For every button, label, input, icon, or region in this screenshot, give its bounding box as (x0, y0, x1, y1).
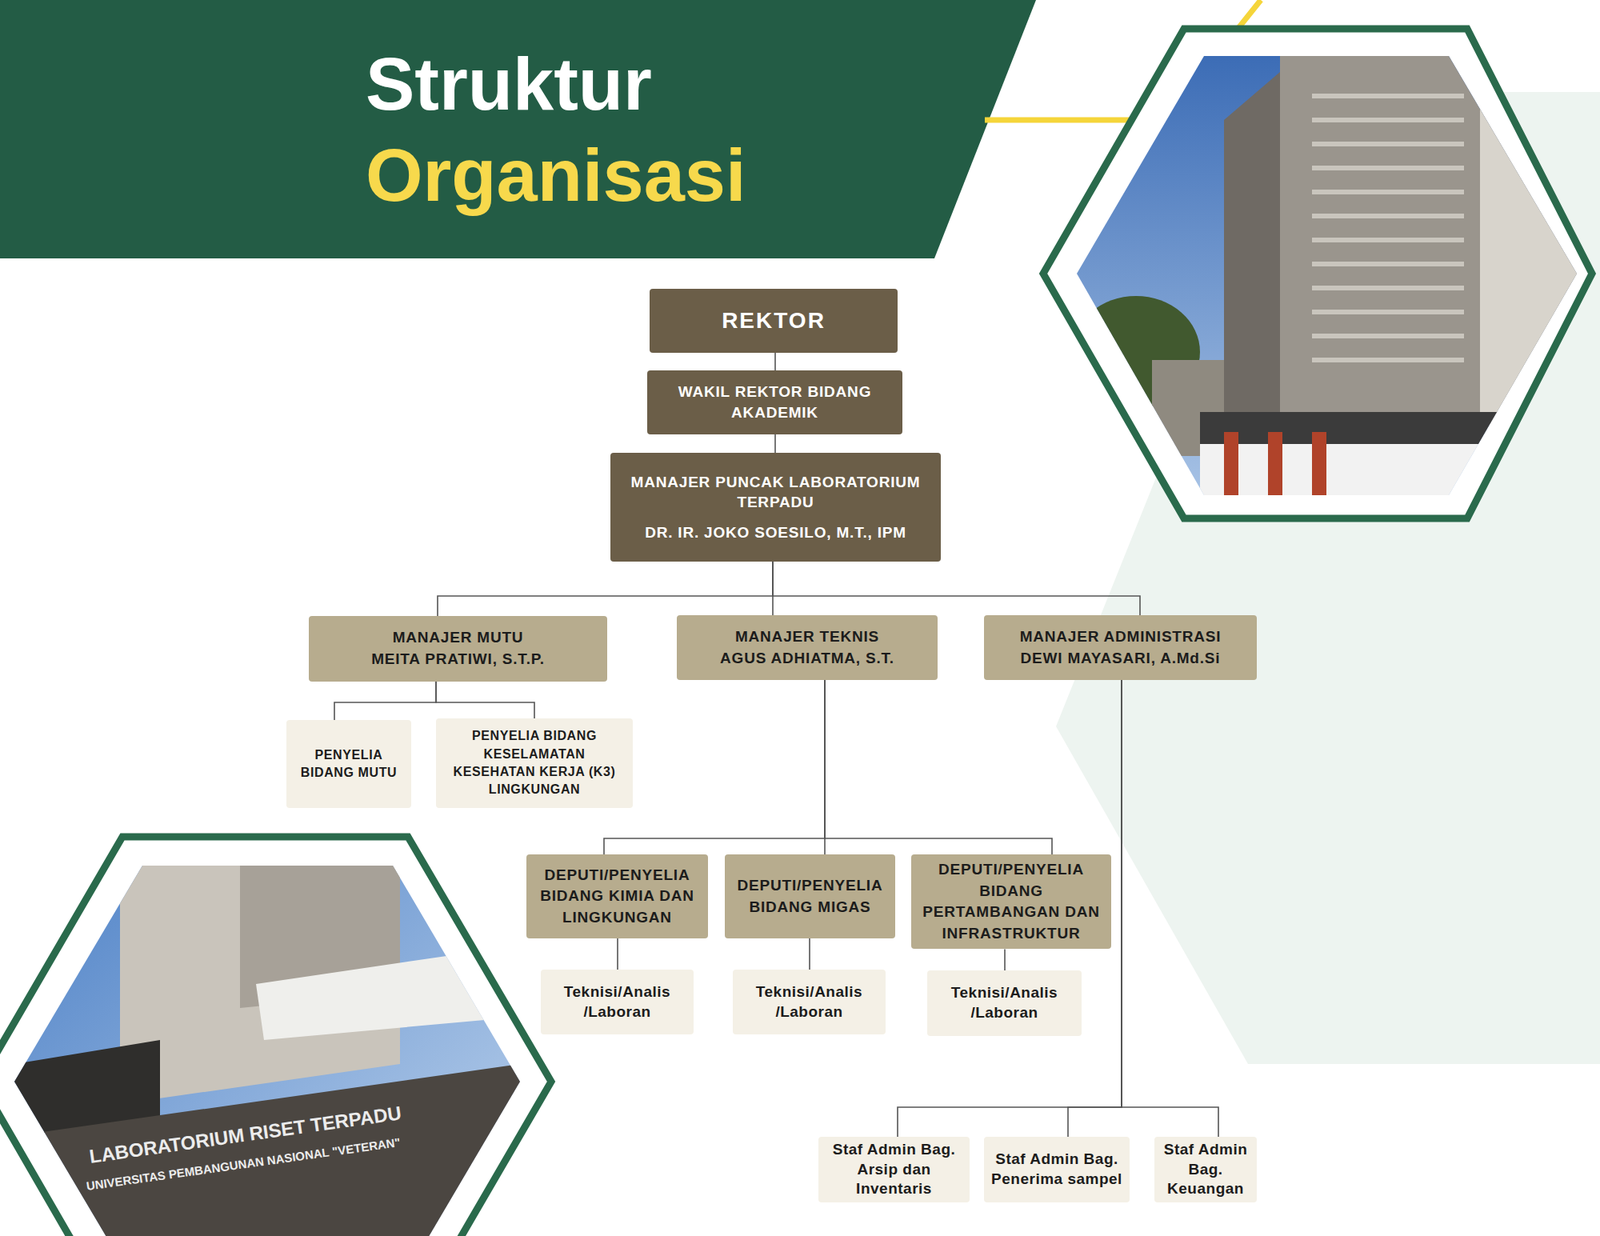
page-title: Struktur Organisasi (365, 38, 846, 221)
org-connector (437, 561, 773, 616)
box-text: MEITA PRATIWI, S.T.P. (371, 648, 545, 671)
building-photo (0, 856, 536, 1236)
deputy-box: DEPUTI/PENYELIA BIDANG PERTAMBANGAN DAN … (911, 854, 1112, 949)
org-connector (436, 681, 535, 719)
staff-box: Teknisi/Analis /Laboran (732, 969, 886, 1035)
org-connector (1121, 680, 1219, 1137)
box-text: Teknisi/Analis /Laboran (736, 982, 883, 1022)
manager-box: MANAJER PUNCAK LABORATORIUM TERPADU DR. I… (610, 452, 941, 562)
deputy-box: DEPUTI/PENYELIA BIDANG MIGAS (724, 854, 896, 939)
box-text: MANAJER ADMINISTRASI (1020, 626, 1222, 648)
deputy-box: WAKIL REKTOR BIDANG AKADEMIK (647, 370, 903, 435)
box-text: Staf Admin Bag. Arsip dan Inventaris (821, 1140, 967, 1200)
org-connector (824, 680, 1052, 855)
box-text: DEPUTI/PENYELIA BIDANG MIGAS (732, 875, 888, 918)
box-text: DEWI MAYASARI, A.Md.Si (1020, 648, 1221, 670)
manager-box: MANAJER ADMINISTRASIDEWI MAYASARI, A.Md.… (984, 615, 1257, 680)
supervisor-box: PENYELIA BIDANG MUTU (286, 720, 412, 808)
deputy-box: DEPUTI/PENYELIA BIDANG KIMIA DAN LINGKUN… (526, 854, 708, 939)
photo-frame (1043, 28, 1592, 519)
org-connector (616, 938, 619, 970)
staff-box: Staf Admin Bag. Arsip dan Inventaris (818, 1136, 970, 1203)
staff-box: Teknisi/Analis /Laboran (927, 970, 1082, 1036)
org-connector (334, 681, 436, 720)
title-band (0, 0, 1036, 259)
box-text: REKTOR (721, 305, 826, 336)
box-text: PENYELIA BIDANG MUTU (291, 746, 407, 783)
box-text: AGUS ADHIATMA, S.T. (720, 648, 895, 670)
org-connector (1004, 948, 1006, 971)
org-connector (774, 352, 776, 371)
staff-box: Teknisi/Analis /Laboran (540, 969, 694, 1035)
box-text: DR. IR. JOKO SOESILO, M.T., IPM (644, 522, 907, 544)
org-connector (772, 561, 1140, 616)
manager-box: MANAJER MUTUMEITA PRATIWI, S.T.P. (308, 616, 608, 682)
box-text: Teknisi/Analis /Laboran (930, 983, 1079, 1023)
staff-box: Staf Admin Bag. Penerima sampel (984, 1136, 1130, 1203)
manager-box: MANAJER TEKNISAGUS ADHIATMA, S.T. (676, 615, 938, 680)
box-text: Staf Admin Bag. Keuangan (1157, 1140, 1254, 1200)
box-text: MANAJER MUTU (392, 627, 524, 649)
box-text: MANAJER TEKNIS (735, 626, 880, 648)
supervisor-box: PENYELIA BIDANG KESELAMATAN KESEHATAN KE… (436, 718, 633, 808)
org-connector (774, 434, 776, 453)
staff-box: Staf Admin Bag. Keuangan (1154, 1136, 1257, 1203)
photo-frame (0, 836, 552, 1236)
building-photo (1072, 48, 1584, 504)
org-connector (604, 680, 825, 855)
box-text: Staf Admin Bag. Penerima sampel (987, 1149, 1127, 1189)
box-text: DEPUTI/PENYELIA BIDANG KIMIA DAN LINGKUN… (534, 864, 700, 929)
box-text: MANAJER PUNCAK LABORATORIUM TERPADU (618, 472, 933, 513)
box-text: WAKIL REKTOR BIDANG AKADEMIK (655, 381, 895, 423)
box-text: DEPUTI/PENYELIA BIDANG PERTAMBANGAN DAN … (919, 859, 1104, 944)
org-connector (808, 938, 811, 970)
head-box: REKTOR (649, 288, 898, 353)
box-text: Teknisi/Analis /Laboran (544, 982, 691, 1022)
box-text: PENYELIA BIDANG KESELAMATAN KESEHATAN KE… (440, 727, 628, 800)
org-connector (897, 680, 1122, 1137)
